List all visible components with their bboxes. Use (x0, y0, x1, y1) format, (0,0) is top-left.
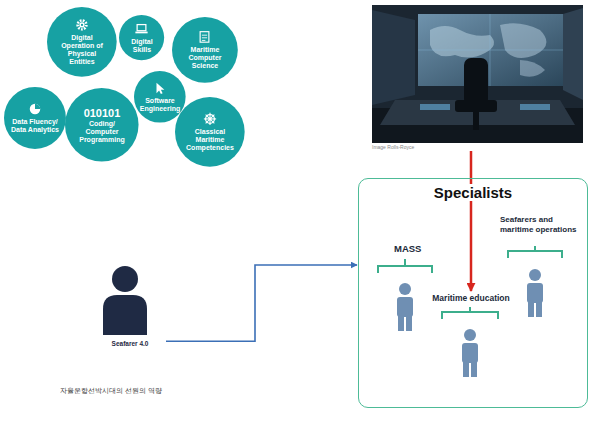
bubble-text: Classical Maritime Competencies (183, 128, 237, 152)
competency-bubble: Digital Skills (119, 15, 164, 60)
bubble-fill (119, 15, 164, 60)
person-head (399, 283, 411, 295)
person-head (529, 269, 541, 281)
group-label-text: Maritime education (431, 293, 510, 303)
grid-line (490, 14, 491, 86)
competency-bubble: Software Engineering (134, 71, 186, 123)
competency-bubble: 010101Coding/ Computer Programming (65, 88, 139, 162)
bubble-content: Data Fluency/ Data Analytics (11, 102, 59, 134)
bubble-fill (175, 97, 245, 167)
connector-arrow (166, 265, 357, 341)
console-light (520, 104, 550, 110)
bubble-fill (134, 71, 186, 123)
map-shape (500, 23, 546, 58)
group-label: Maritime education (431, 293, 510, 303)
box-title-row: Specialists (359, 184, 587, 202)
person-body (527, 283, 543, 303)
photo-ground (372, 5, 583, 143)
bubble-text: Digital Skills (124, 38, 159, 54)
box-title: Specialists (431, 184, 515, 201)
bridge-photo (372, 5, 583, 143)
person-leg (398, 315, 404, 331)
map-shape (520, 60, 545, 77)
bubble-content: Maritime Computer Science (179, 30, 230, 70)
person-leg (528, 301, 534, 317)
bubble-fill (47, 7, 117, 77)
bubble-icon (198, 30, 212, 44)
photo-frame: Image Rolls-Royce (372, 5, 583, 150)
group-label-text: MASS (393, 243, 422, 254)
bubble-fill (65, 88, 139, 162)
bubble-text: 010101 (84, 107, 121, 120)
connector-arrow (470, 151, 473, 291)
chair-back (464, 58, 488, 106)
bubble-text: Digital Operation of Physical Entities (55, 34, 109, 66)
bubble-content: Digital Operation of Physical Entities (55, 18, 109, 66)
bubble-icon (28, 102, 42, 116)
bubble-fill (172, 17, 238, 83)
group-label-text: Seafarers and maritime operations (499, 215, 585, 234)
console-light (420, 104, 450, 110)
competency-bubble: Digital Operation of Physical Entities (47, 7, 117, 77)
bubble-content: Software Engineering (140, 81, 180, 113)
bubble-content: Digital Skills (124, 22, 159, 54)
seafarer-node: Seafarer 4.0 (95, 262, 165, 350)
person-head (112, 266, 138, 292)
bubble-text: Data Fluency/ Data Analytics (11, 118, 59, 134)
person-leg (536, 301, 542, 317)
map-shape (430, 26, 494, 58)
person-leg (463, 361, 469, 377)
bubble-fill (4, 87, 66, 149)
person-body (397, 297, 413, 317)
grid-line (418, 50, 563, 51)
person-leg (406, 315, 412, 331)
bracket (442, 307, 498, 319)
seafarer-figure (103, 266, 147, 335)
chair-seat (455, 100, 497, 112)
bubble-icon (203, 112, 217, 126)
group-label: MASS (393, 243, 422, 254)
chair-post (473, 112, 479, 130)
person-head (464, 329, 476, 341)
side-screen (563, 8, 583, 100)
person-body (462, 343, 478, 363)
side-screen (372, 10, 415, 105)
bubble-icon (153, 81, 167, 95)
group-label: Seafarers and maritime operations (499, 215, 585, 234)
competency-bubble: Data Fluency/ Data Analytics (4, 87, 66, 149)
specialists-box: SpecialistsMASS Maritime education Seafare… (358, 178, 588, 408)
bracket (508, 246, 562, 258)
bubble-icon (135, 22, 149, 36)
bubble-text: Software Engineering (140, 97, 180, 113)
competency-bubble: Maritime Computer Science (172, 17, 238, 83)
bubble-content: Classical Maritime Competencies (183, 112, 237, 152)
image-credit: Image Rolls-Royce (372, 144, 583, 150)
bracket (378, 259, 432, 273)
bubble-content: 010101Coding/ Computer Programming (73, 107, 130, 144)
person-leg (471, 361, 477, 377)
bubble-text: Coding/ Computer Programming (73, 119, 130, 143)
person-body (103, 295, 147, 335)
bubble-icon (75, 18, 89, 32)
main-screen (418, 14, 563, 86)
figure-label: Seafarer 4.0 (95, 340, 165, 347)
figure-caption: 자율운항선박시대의 선원의 역량 (60, 386, 162, 396)
bubble-text: Maritime Computer Science (179, 46, 230, 70)
competency-bubble: Classical Maritime Competencies (175, 97, 245, 167)
